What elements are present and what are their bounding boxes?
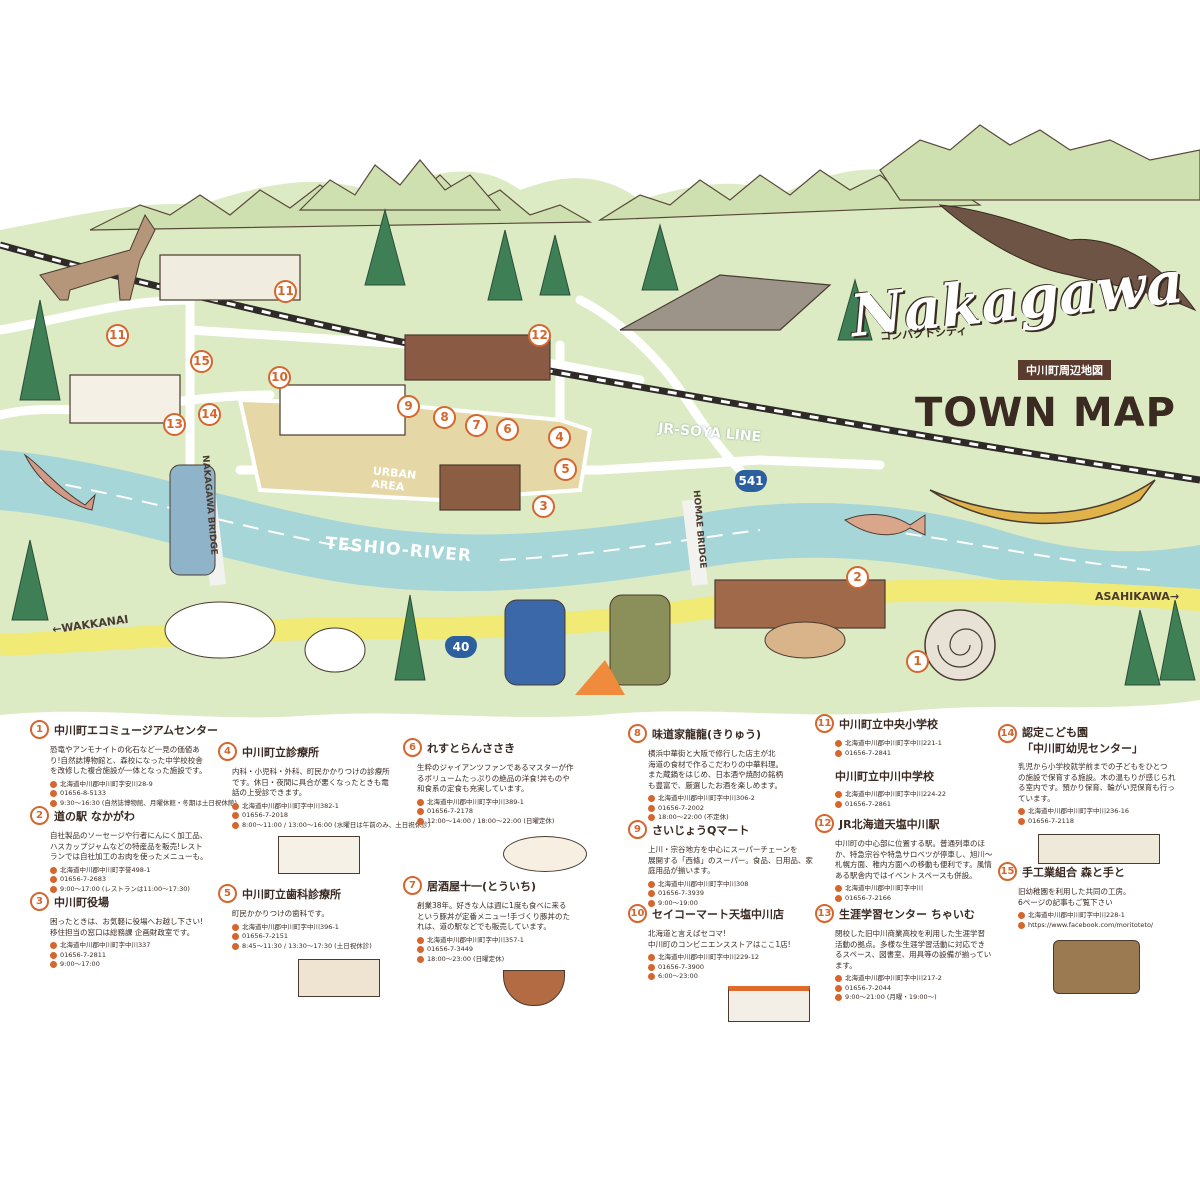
location-icon xyxy=(835,885,842,893)
phone-icon xyxy=(835,894,842,902)
facebook-link[interactable]: https://www.facebook.com/moritoteto/ xyxy=(1018,921,1188,931)
pin-12[interactable]: 12 xyxy=(528,324,551,347)
location-icon xyxy=(648,880,655,888)
phone-icon xyxy=(648,804,655,812)
pin-11b[interactable]: 11 xyxy=(274,280,297,303)
kindergarten-illustration xyxy=(1038,834,1160,864)
phone-icon xyxy=(648,890,655,898)
phone-icon xyxy=(50,951,57,959)
butadon-illustration xyxy=(503,970,565,1006)
phone-icon xyxy=(1018,817,1025,825)
pin-5[interactable]: 5 xyxy=(554,458,577,481)
pin-6[interactable]: 6 xyxy=(496,418,519,441)
location-icon xyxy=(50,942,57,950)
location-icon xyxy=(1018,912,1025,920)
phone-icon xyxy=(232,933,239,941)
web-icon xyxy=(1018,921,1025,929)
location-icon xyxy=(50,780,57,788)
pin-10[interactable]: 10 xyxy=(268,366,291,389)
entry-hours: 9:30〜16:30 (自然誌博物館、月曜休館・冬期は土日祝休館) xyxy=(50,799,237,809)
pin-14[interactable]: 14 xyxy=(198,403,221,426)
title-main: TOWN MAP xyxy=(915,390,1176,436)
pin-1[interactable]: 1 xyxy=(906,650,929,673)
location-icon xyxy=(50,866,57,874)
entry-address: 北海道中川郡中川町字安川28-9 xyxy=(50,780,230,790)
town-map: JR-SOYA LINE TESHIO-RIVER URBAN AREA NAK… xyxy=(0,124,1200,718)
clock-icon xyxy=(50,961,57,969)
entry-phone: 01656-8-5133 xyxy=(50,789,230,799)
pin-3[interactable]: 3 xyxy=(532,495,555,518)
clinic-illustration xyxy=(278,836,360,874)
location-icon xyxy=(835,975,842,983)
location-icon xyxy=(648,954,655,962)
phone-icon xyxy=(835,984,842,992)
pin-7[interactable]: 7 xyxy=(465,414,488,437)
location-icon xyxy=(648,795,655,803)
pin-15[interactable]: 15 xyxy=(190,350,213,373)
pin-9[interactable]: 9 xyxy=(397,395,420,418)
location-icon xyxy=(835,740,842,748)
phone-icon xyxy=(50,790,57,798)
phone-icon xyxy=(232,812,239,820)
pin-13[interactable]: 13 xyxy=(163,413,186,436)
entry-1: 1 中川町エコミュージアムセンター 恐竜やアンモナイトの化石など一見の価値あ り!… xyxy=(30,720,237,809)
location-icon xyxy=(417,936,424,944)
clock-icon xyxy=(648,973,655,981)
clock-icon xyxy=(835,994,842,1002)
clock-icon xyxy=(232,821,239,829)
entry-title: 中川町エコミュージアムセンター xyxy=(54,723,219,737)
clock-icon xyxy=(417,955,424,963)
food-plate-illustration xyxy=(503,836,587,872)
clock-icon xyxy=(50,885,57,893)
clock-icon xyxy=(648,814,655,822)
seicomart-illustration xyxy=(728,985,810,1022)
title-subtitle: 中川町周辺地図 xyxy=(1018,360,1111,380)
clock-icon xyxy=(417,817,424,825)
clock-icon xyxy=(50,799,57,807)
location-icon xyxy=(417,798,424,806)
location-icon xyxy=(232,802,239,810)
pin-8[interactable]: 8 xyxy=(433,406,456,429)
pin-11a[interactable]: 11 xyxy=(106,324,129,347)
asahikawa-label: ASAHIKAWA→ xyxy=(1095,590,1180,603)
phone-icon xyxy=(417,946,424,954)
entry-number: 1 xyxy=(30,720,49,739)
clock-icon xyxy=(648,899,655,907)
phone-icon xyxy=(648,963,655,971)
phone-icon xyxy=(417,808,424,816)
clock-icon xyxy=(232,942,239,950)
route-541-sign: 541 xyxy=(735,470,767,492)
pin-2[interactable]: 2 xyxy=(846,566,869,589)
basket-bag-illustration xyxy=(1053,940,1140,994)
phone-icon xyxy=(50,876,57,884)
phone-icon xyxy=(835,749,842,757)
location-icon xyxy=(232,923,239,931)
location-icon xyxy=(835,791,842,799)
entry-description: 恐竜やアンモナイトの化石など一見の価値あ り!自然誌博物館と、森校になった中学校… xyxy=(50,745,207,775)
pin-4[interactable]: 4 xyxy=(548,426,571,449)
dental-illustration xyxy=(298,959,380,997)
map-illustration xyxy=(0,124,1200,718)
route-40-sign: 40 xyxy=(445,636,477,658)
location-icon xyxy=(1018,808,1025,816)
phone-icon xyxy=(835,800,842,808)
